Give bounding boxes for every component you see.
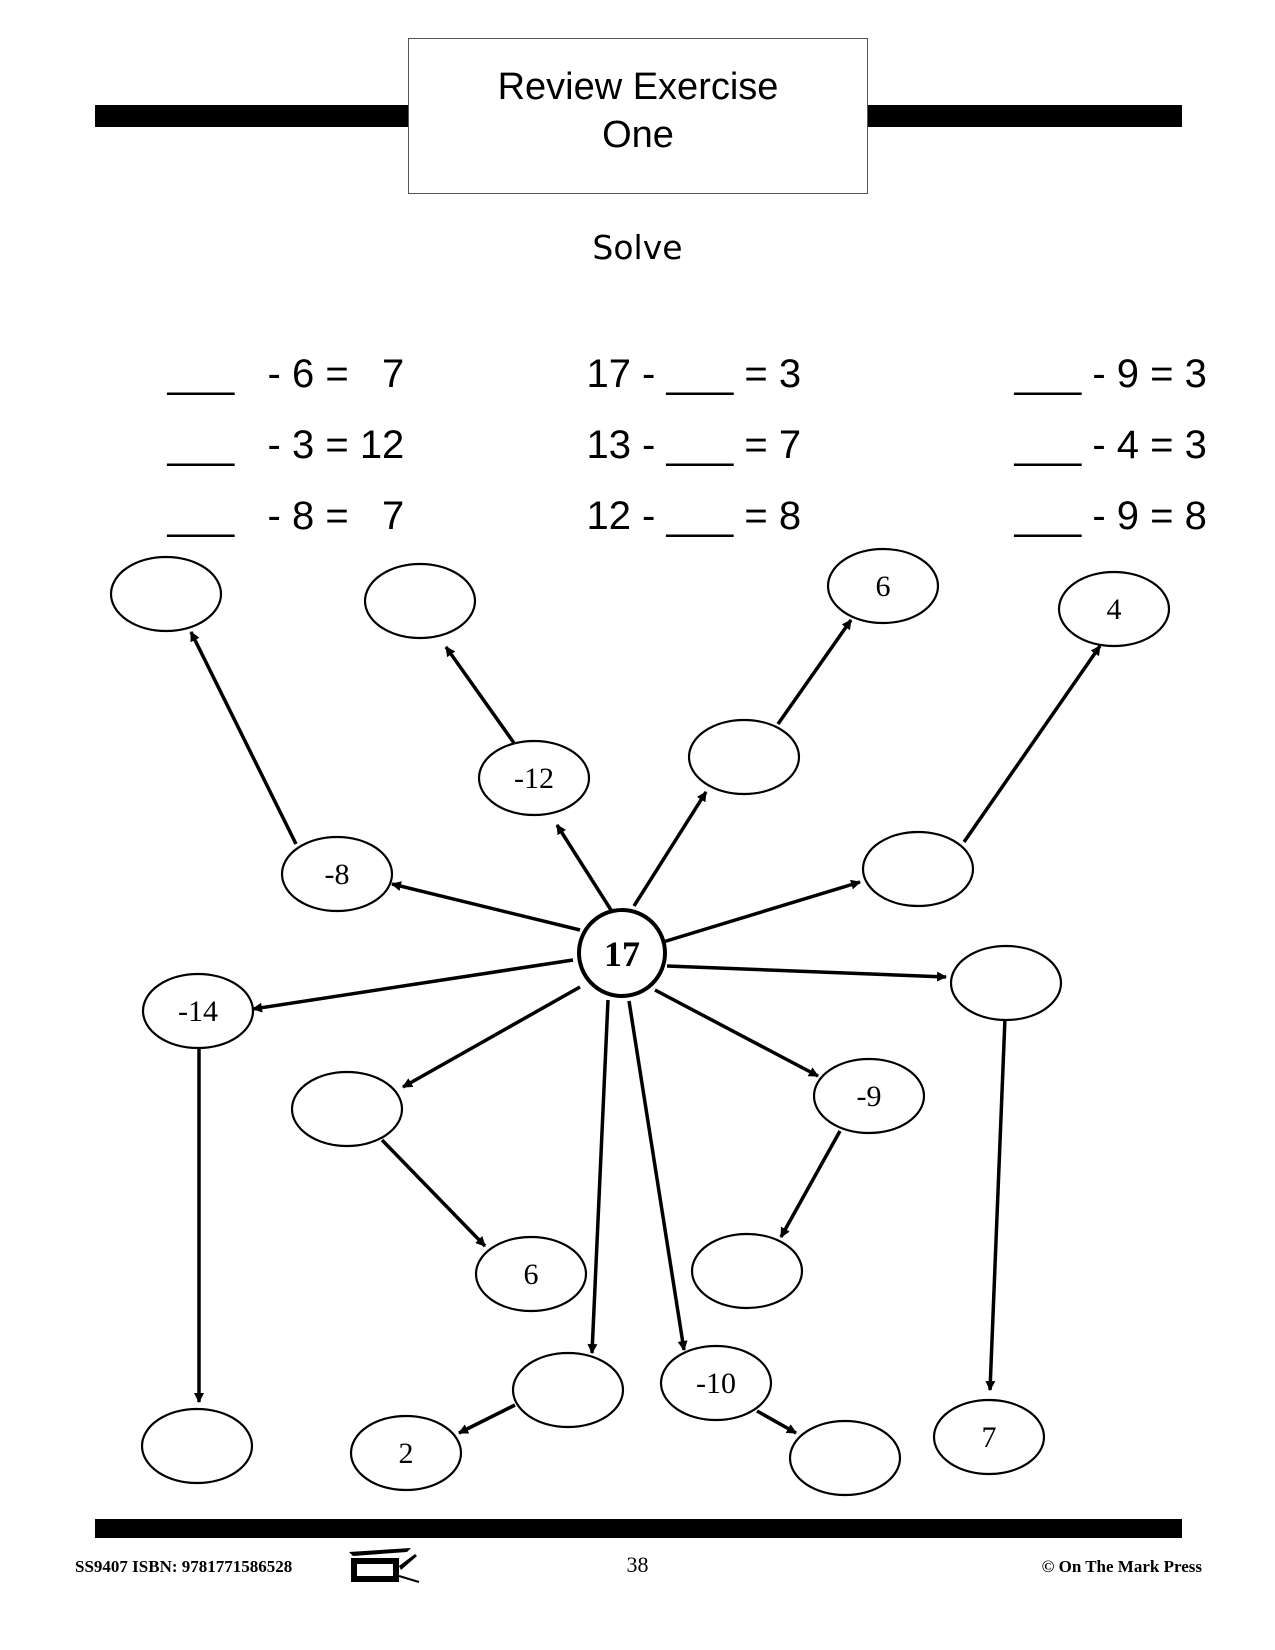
answer-blank[interactable]: ___ [1014,352,1082,396]
page-title-line1: Review Exercise [497,66,779,108]
equation-5: 13 - ___ = 7 [542,376,801,514]
node-minus-12[interactable]: -12 [477,739,591,817]
equation-6: ___ - 4 = 3 [970,376,1207,514]
node-seven[interactable]: 7 [932,1398,1046,1476]
node-blank-left-low[interactable] [290,1070,404,1148]
header-rule-right [866,105,1182,127]
node-minus-10[interactable]: -10 [659,1344,773,1422]
arrow [627,1000,688,1351]
equation-7: ___ - 8 = 7 [123,447,404,585]
equation-3: ___ - 9 = 3 [970,305,1207,443]
equation-text: - 4 = 3 [1092,423,1207,467]
page-number: 38 [626,1552,649,1577]
arrow [776,618,853,726]
equation-text: 13 - [586,423,656,467]
node-value: 6 [876,570,891,603]
arrow [444,645,516,745]
center-value: 17 [604,934,640,974]
arrows [189,618,1102,1435]
page-title-line2: One [602,114,674,156]
node-top-left[interactable] [109,555,223,633]
node-blank-far-right[interactable] [949,944,1063,1022]
arrow [252,958,574,1013]
center-node: 17 [577,908,667,998]
node-top-mid[interactable] [363,562,477,640]
node-blank-bottom-left[interactable] [140,1407,254,1485]
node-six-top[interactable]: 6 [826,547,940,625]
header-rule-left [95,105,410,127]
answer-blank[interactable]: ___ [1014,423,1082,467]
arrow [458,1403,516,1435]
title-box: Review Exercise One [408,38,868,194]
node-value: -9 [857,1080,882,1113]
arrow [402,985,581,1089]
node-minus-9[interactable]: -9 [812,1057,926,1135]
arrow [756,1409,797,1435]
footer-isbn: SS9407 ISBN: 9781771586528 [75,1557,293,1576]
node-value: 4 [1107,593,1122,626]
arrow [380,1138,487,1248]
arrow [666,964,947,982]
node-blank-bottom-right[interactable] [788,1419,902,1497]
node-blank-right[interactable] [861,830,975,908]
equation-text: 12 - [586,494,656,538]
node-blank-bottom-mid[interactable] [511,1351,625,1429]
node-value: 7 [982,1421,997,1454]
node-blank-under-minus-9[interactable] [690,1232,804,1310]
node-six-low[interactable]: 6 [474,1235,588,1313]
arrow [662,879,861,944]
answer-blank[interactable]: ___ = 7 [666,423,802,467]
answer-blank[interactable]: ___ [167,494,235,538]
arrow [189,631,298,845]
answer-blank[interactable]: ___ [167,352,235,396]
equation-9: ___ - 9 = 8 [970,447,1207,585]
equation-2: 17 - ___ = 3 [542,305,801,443]
arrow [555,824,613,911]
arrow [391,881,581,932]
equation-text: - 3 = 12 [267,423,405,467]
footer-rule [95,1519,1182,1538]
equation-text: - 8 = 7 [267,494,405,538]
arrow [779,1130,842,1238]
equation-text: - 9 = 3 [1092,352,1207,396]
equation-8: 12 - ___ = 8 [542,447,801,585]
footer-copyright: © On The Mark Press [1041,1557,1202,1576]
equation-1: ___ - 6 = 7 [123,305,404,443]
arrow [962,645,1102,843]
node-value: -12 [514,762,554,795]
node-value: 6 [524,1258,539,1291]
node-value: -10 [696,1367,736,1400]
equation-text: 17 - [586,352,656,396]
node-value: -8 [325,858,350,891]
instructions: Solve [592,228,683,267]
node-minus-14[interactable]: -14 [141,972,255,1050]
node-two[interactable]: 2 [349,1414,463,1492]
arrow [985,1017,1007,1391]
arrow [587,999,610,1354]
equation-text: - 6 = 7 [267,352,405,396]
arrow [632,791,708,907]
node-value: -14 [178,995,218,1028]
node-four[interactable]: 4 [1057,570,1171,648]
equation-text: - 9 = 8 [1092,494,1207,538]
answer-blank[interactable]: ___ = 3 [666,352,802,396]
equation-4: ___ - 3 = 12 [123,376,404,514]
answer-blank[interactable]: ___ [1014,494,1082,538]
node-value: 2 [399,1437,414,1470]
answer-blank[interactable]: ___ = 8 [666,494,802,538]
answer-blank[interactable]: ___ [167,423,235,467]
node-blank-mid[interactable] [687,718,801,796]
arrow [654,988,819,1078]
publisher-logo-icon [349,1548,420,1583]
node-minus-8[interactable]: -8 [280,835,394,913]
